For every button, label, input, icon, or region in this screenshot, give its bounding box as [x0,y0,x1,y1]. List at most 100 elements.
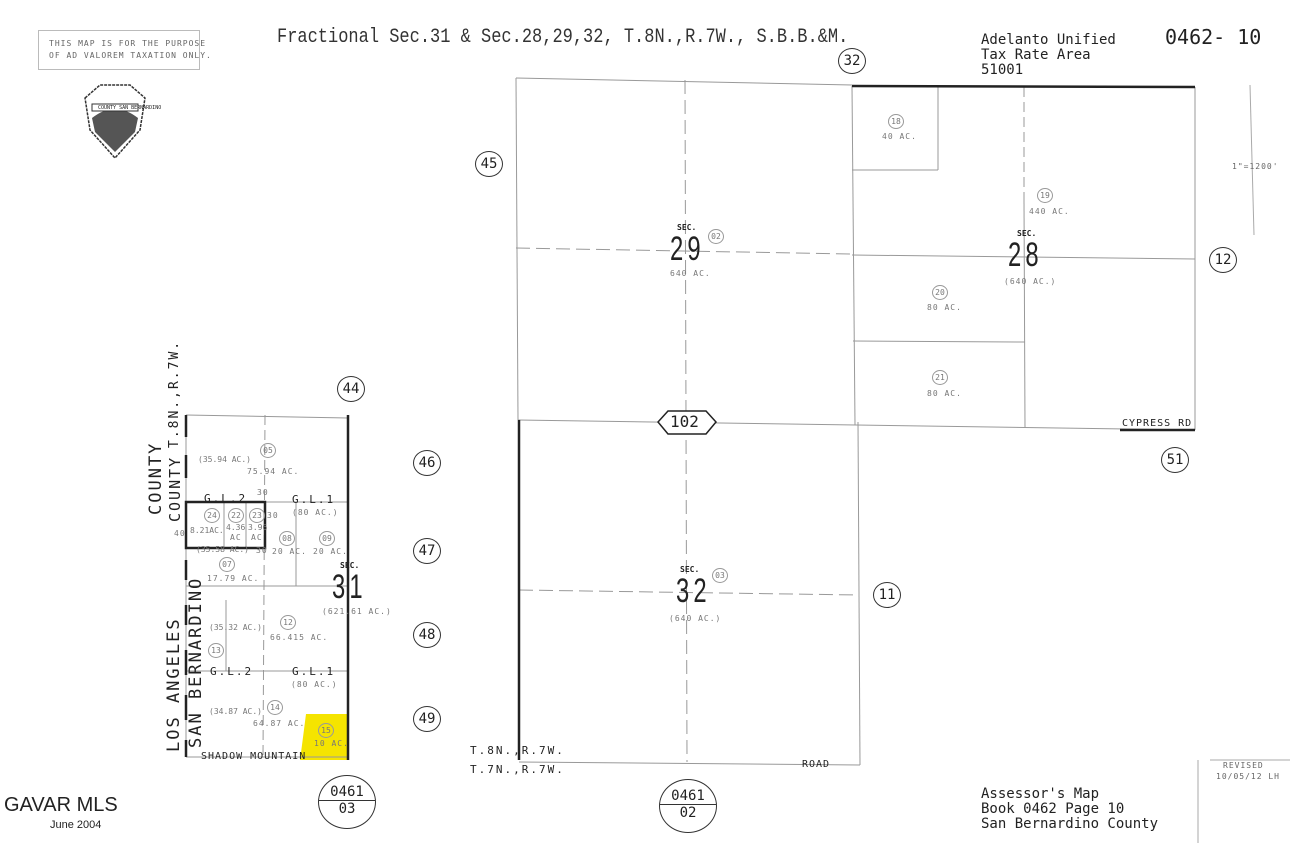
gov-lot-area: (34.87 AC.) [209,707,262,716]
adjacent-map-47[interactable]: 47 [413,538,441,564]
county-san-bernardino: SAN BERNARDINO [186,576,206,748]
adjacent-map-32[interactable]: 32 [838,48,866,74]
parcel-area: 20 AC. [272,547,307,556]
township-upper: T.8N.,R.7W. [470,744,565,757]
ref-map-page: 02 [679,805,697,821]
county-label: COUNTY [146,441,166,515]
gov-lot-area: (35.94 AC.) [198,455,251,464]
tax-area-label: Tax Rate Area [981,47,1091,63]
parcel-24[interactable]: 24 [204,508,220,523]
highway-number: 102 [670,412,699,431]
parcel-14[interactable]: 14 [267,700,283,715]
parcel-20[interactable]: 20 [932,285,948,300]
gov-lot-area: (80 AC.) [291,680,338,689]
section-area: (621.61 AC.) [322,607,392,616]
gov-lot-label: G.L.2 [210,665,254,678]
seal-text: COUNTY SAN BERNARDINO [98,105,162,111]
adjacent-map-45[interactable]: 45 [475,151,503,177]
revised-label: REVISED [1223,761,1264,770]
gov-lot-area: (35.58 AC.) [196,545,249,554]
road-shadow-mountain: SHADOW MOUNTAIN [201,751,307,762]
parcel-13[interactable]: 13 [208,643,224,658]
gov-lot-area: (80 AC.) [292,508,339,517]
section-31: 31 [332,568,367,606]
section-29: 29 [670,230,705,268]
footer-line: Assessor's Map [981,786,1100,802]
section-label: SEC. [340,561,360,570]
section-area: 640 AC. [670,269,711,278]
parcel-unit: AC [230,533,242,542]
footer-line: San Bernardino County [981,816,1159,832]
adjacent-map-51[interactable]: 51 [1161,447,1189,473]
parcel-02[interactable]: 02 [708,229,724,244]
parcel-05[interactable]: 05 [260,443,276,458]
disclaimer-box: THIS MAP IS FOR THE PURPOSE OF AD VALORE… [38,30,211,70]
adjacent-map-44[interactable]: 44 [337,376,365,402]
ref-map-0461-03[interactable]: 0461 03 [318,775,376,829]
parcel-area: 10 AC. [314,739,349,748]
parcel-15[interactable]: 15 [318,723,334,738]
parcel-area: 440 AC. [1029,207,1070,216]
parcel-area: 64.87 AC. [253,719,306,728]
parcel-area: 66.415 AC. [270,633,329,642]
gov-lot-label: G.L.2 [204,492,248,505]
disclaimer-line: OF AD VALOREM TAXATION ONLY. [49,51,212,60]
school-district: Adelanto Unified [981,32,1116,48]
watermark-brand: GAVAR MLS [4,794,118,816]
dimension: 40 [174,529,186,538]
county-los-angeles: LOS ANGELES [164,617,184,752]
parcel-unit: AC [251,533,263,542]
dimension: 30 [267,511,279,520]
revised-date: 10/05/12 LH [1216,772,1280,781]
parcel-area: 3.96 [248,523,268,532]
map-title: Fractional Sec.31 & Sec.28,29,32, T.8N.,… [277,26,849,49]
road-cypress: CYPRESS RD [1122,418,1193,429]
parcel-22[interactable]: 22 [228,508,244,523]
township-lower: T.7N.,R.7W. [470,763,565,776]
disclaimer-line: THIS MAP IS FOR THE PURPOSE [49,39,207,48]
parcel-area: 75.94 AC. [247,467,300,476]
parcel-08[interactable]: 08 [279,531,295,546]
adjacent-map-11[interactable]: 11 [873,582,901,608]
ref-map-page: 03 [338,801,356,817]
parcel-03[interactable]: 03 [712,568,728,583]
scale: 1"=1200' [1232,162,1279,171]
section-area: (640 AC.) [1004,277,1057,286]
adjacent-map-49[interactable]: 49 [413,706,441,732]
watermark-date: June 2004 [50,819,102,831]
map-number: 0462- 10 [1165,25,1262,49]
parcel-19[interactable]: 19 [1037,188,1053,203]
section-32: 32 [676,572,711,610]
parcel-23[interactable]: 23 [249,508,265,523]
parcel-area: 17.79 AC. [207,574,260,583]
section-28: 28 [1008,236,1043,274]
ref-map-book: 0461 [660,788,716,805]
adjacent-map-48[interactable]: 48 [413,622,441,648]
parcel-07[interactable]: 07 [219,557,235,572]
parcel-area: 4.36 [226,523,246,532]
highway-shield [657,410,717,435]
parcel-18[interactable]: 18 [888,114,904,129]
section-label: SEC. [677,223,697,232]
parcel-area: 80 AC. [927,389,962,398]
parcel-09[interactable]: 09 [319,531,335,546]
ref-map-0461-02[interactable]: 0461 02 [659,779,717,833]
adjacent-map-46[interactable]: 46 [413,450,441,476]
footer-line: Book 0462 Page 10 [981,801,1125,817]
ref-map-book: 0461 [319,784,375,801]
gov-lot-area: (35.32 AC.) [209,623,262,632]
gov-lot-label: G.L.1 [292,665,336,678]
gov-lot-label: G.L.1 [292,493,336,506]
county-label: COUNTY [166,455,184,522]
parcel-21[interactable]: 21 [932,370,948,385]
adjacent-map-12[interactable]: 12 [1209,247,1237,273]
tax-area-code: 51001 [981,62,1024,78]
dimension: 30 [257,488,269,497]
section-label: SEC. [680,565,700,574]
parcel-area: 80 AC. [927,303,962,312]
parcel-12[interactable]: 12 [280,615,296,630]
parcel-area: 8.21AC. [190,526,224,535]
dimension: 30 [256,546,268,555]
parcel-area: 20 AC. [313,547,348,556]
